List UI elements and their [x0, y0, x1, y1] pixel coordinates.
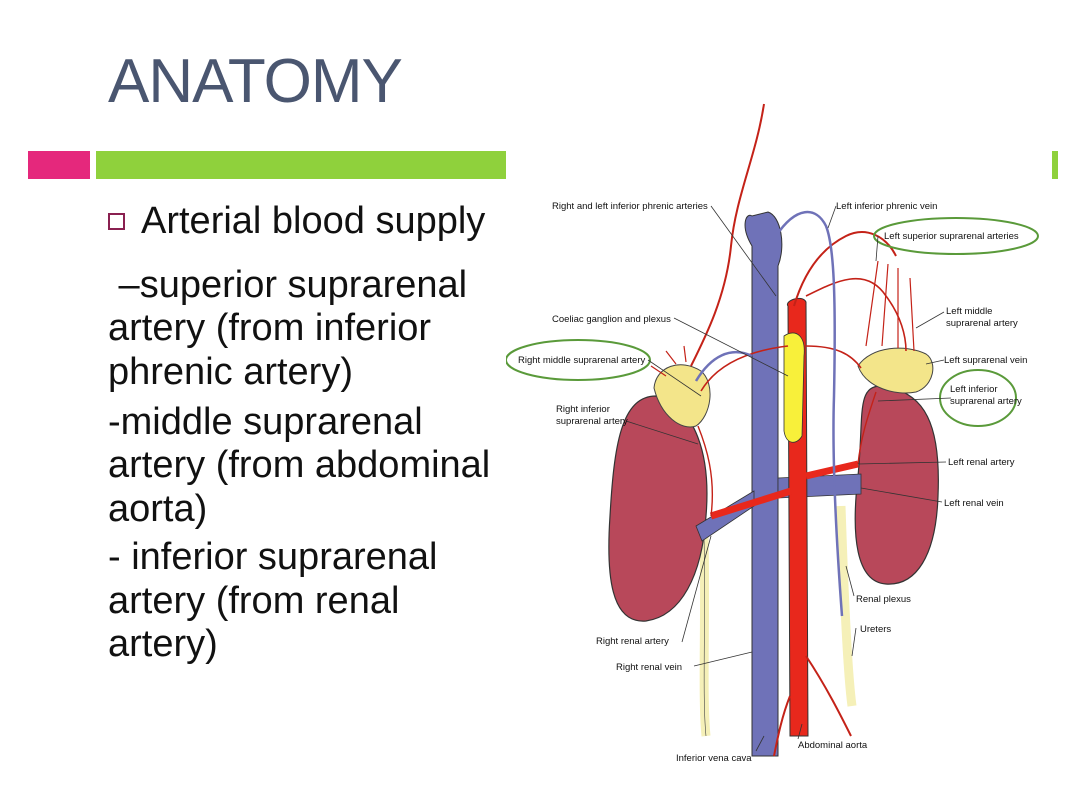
right-kidney: [608, 395, 708, 622]
label-right-inferior-1: Right inferior: [556, 404, 610, 415]
label-phrenic-arteries: Right and left inferior phrenic arteries: [552, 201, 708, 212]
label-ureters: Ureters: [860, 624, 891, 635]
highlight-right-middle: [506, 339, 651, 381]
bullet-item: Arterial blood supply: [108, 200, 512, 244]
label-right-renal-vein: Right renal vein: [616, 662, 682, 673]
left-adrenal: [857, 347, 934, 394]
slide-title: ANATOMY: [108, 47, 403, 116]
label-left-superior: Left superior suprarenal arteries: [884, 231, 1019, 242]
left-ureter: [836, 505, 857, 707]
bullet-text: Arterial blood supply: [141, 200, 486, 242]
right-middle-suprarenal-artery: [700, 345, 789, 392]
label-phrenic-vein: Left inferior phrenic vein: [836, 201, 937, 212]
right-inferior-suprarenal-artery: [697, 425, 714, 517]
left-inferior-suprarenal-artery: [857, 391, 877, 465]
label-left-vein: Left suprarenal vein: [944, 355, 1027, 366]
square-bullet-icon: [108, 213, 125, 231]
paragraph-middle: -middle suprarenal artery (from abdomina…: [108, 400, 491, 531]
left-phrenic-artery: [793, 231, 897, 307]
left-renal-artery: [805, 460, 859, 480]
right-renal-artery: [709, 487, 793, 520]
left-inferior-phrenic-vein: [774, 210, 844, 617]
left-superior-suprarenal-arteries: [865, 260, 915, 352]
label-ivc: Inferior vena cava: [676, 753, 752, 764]
label-coeliac: Coeliac ganglion and plexus: [552, 314, 671, 325]
label-left-renal-artery: Left renal artery: [948, 457, 1015, 468]
highlight-left-inferior: [939, 369, 1017, 427]
label-left-inferior-2: suprarenal artery: [950, 396, 1022, 407]
label-aorta: Abdominal aorta: [798, 740, 868, 751]
figure-background: [506, 96, 1052, 772]
coeliac-ganglion: [783, 332, 805, 443]
highlight-left-superior: [873, 217, 1039, 255]
paragraph-superior: –superior suprarenal artery (from inferi…: [108, 263, 468, 394]
label-right-renal-artery: Right renal artery: [596, 636, 669, 647]
label-right-middle: Right middle suprarenal artery: [518, 355, 646, 366]
label-renal-plexus: Renal plexus: [856, 594, 911, 605]
left-kidney: [854, 385, 939, 585]
paragraph-inferior: - inferior suprarenal artery (from renal…: [108, 535, 438, 666]
left-middle-suprarenal-artery: [805, 345, 862, 369]
label-right-inferior-2: suprarenal artery: [556, 416, 628, 427]
body-text: Arterial blood supply –superior supraren…: [108, 192, 512, 752]
accent-bar-green: [96, 151, 516, 179]
anatomy-illustration: Right and left inferior phrenic arteries…: [506, 96, 1052, 772]
label-left-middle-1: Left middle: [946, 306, 992, 317]
accent-bar-pink: [28, 151, 90, 179]
anatomy-svg: Right and left inferior phrenic arteries…: [506, 96, 1052, 772]
label-left-inferior-1: Left inferior: [950, 384, 998, 395]
label-left-renal-vein: Left renal vein: [944, 498, 1004, 509]
label-left-middle-2: suprarenal artery: [946, 318, 1018, 329]
